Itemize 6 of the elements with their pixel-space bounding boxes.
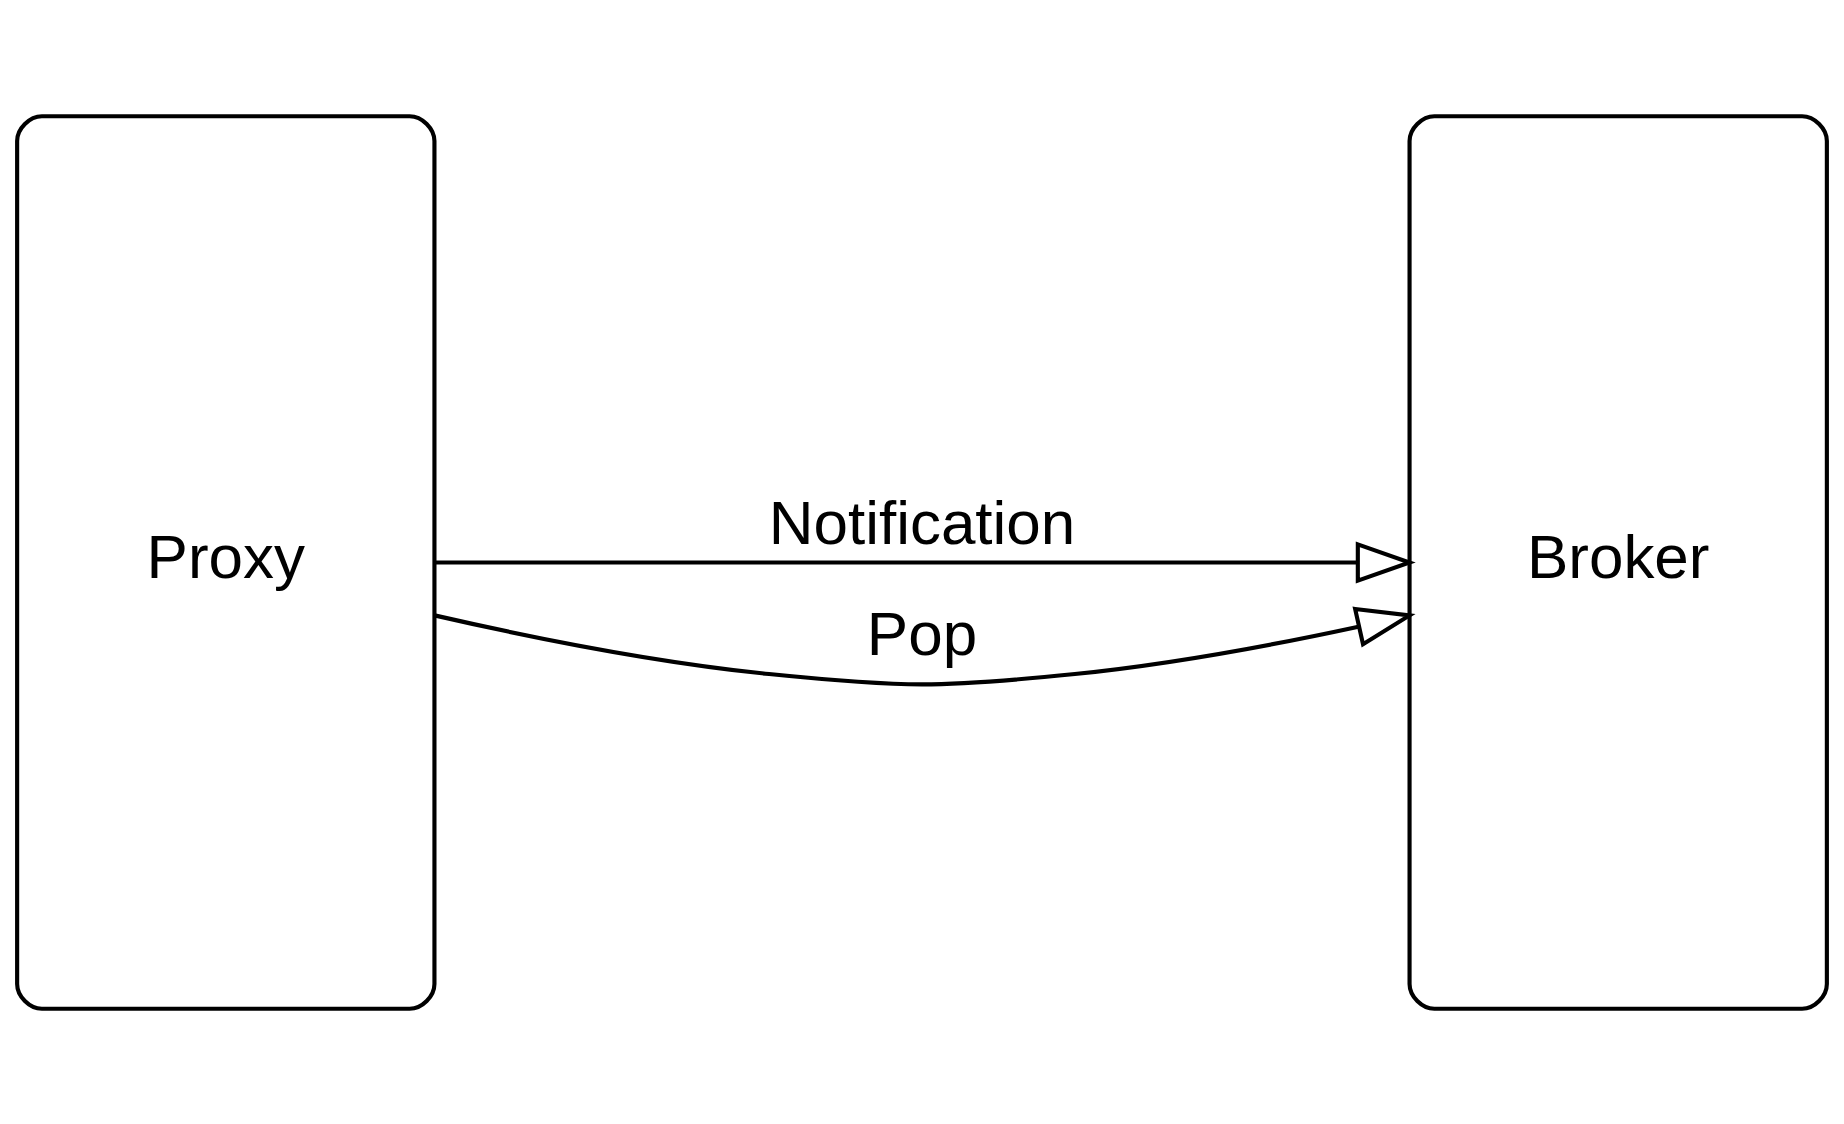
arrow xyxy=(434,541,1416,583)
node-box: Proxy xyxy=(15,113,437,1011)
edge-label: Pop xyxy=(866,598,978,668)
node-box: Broker xyxy=(1407,113,1829,1011)
arrow xyxy=(434,606,1416,686)
edge-label: Notification xyxy=(768,487,1076,557)
